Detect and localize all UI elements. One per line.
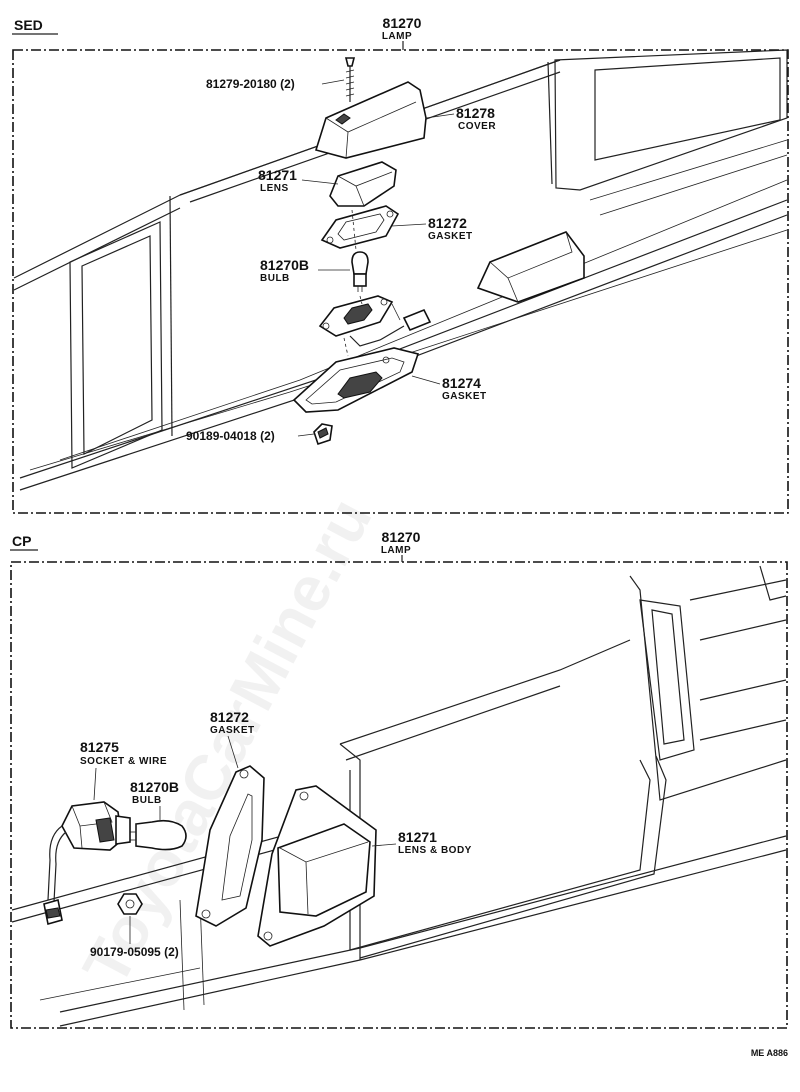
sed-tag: SED [14,17,43,33]
cp-socket: 81275 SOCKET & WIRE [43,739,167,926]
sed-gasket-bottom: 81274 GASKET [292,347,487,413]
cp-lens-body-number: 81271 [398,829,437,845]
cp-lens-body-label: LENS & BODY [398,845,472,856]
sed-gasket-top: 81272 GASKET [320,205,473,249]
sed-socket-plate [318,295,432,347]
cp-title-label: LAMP [381,545,411,556]
cp-socket-number: 81275 [80,739,119,755]
cp-gasket-number: 81272 [210,709,249,725]
sed-right-lamp [476,231,585,303]
sed-screw: 81279-20180 (2) [206,57,356,102]
cp-nut-number: 90179-05095 (2) [90,945,179,959]
sed-body-panel [13,49,788,491]
sed-gasket-top-label: GASKET [428,231,473,242]
cp-gasket-label: GASKET [210,725,255,736]
cp-gasket: 81272 GASKET [195,709,265,927]
sed-nut: 90189-04018 (2) [186,423,333,446]
sed-nut-number: 90189-04018 (2) [186,429,275,443]
sed-cover-number: 81278 [456,105,495,121]
cp-section: CP 81270 LAMP [10,529,788,1029]
sed-gasket-top-number: 81272 [428,215,467,231]
cp-frame [10,561,788,1029]
sed-bulb-number: 81270B [260,257,309,273]
sed-cover: 81278 COVER [314,81,496,159]
cp-bulb-number: 81270B [130,779,179,795]
sed-cover-label: COVER [458,121,496,132]
sed-section: SED 81270 LAMP [12,15,789,514]
cp-lens-body: 81271 LENS & BODY [257,785,472,947]
sed-bulb-label: BULB [260,273,290,284]
sed-bulb: 81270B BULB [260,251,369,292]
sed-lens-number: 81271 [258,167,297,183]
cp-socket-label: SOCKET & WIRE [80,756,167,767]
footer-code: ME A886 [751,1048,788,1058]
cp-bulb-label: BULB [132,795,162,806]
sed-title-number: 81270 [383,15,422,31]
sed-lens: 81271 LENS [258,161,397,207]
cp-tag: CP [12,533,31,549]
cp-bulb: 81270B BULB [128,779,187,851]
sed-gasket-bottom-number: 81274 [442,375,481,391]
sed-title-label: LAMP [382,31,412,42]
cp-title-number: 81270 [382,529,421,545]
sed-lens-label: LENS [260,183,289,194]
cp-nut: 90179-05095 (2) [90,893,179,959]
sed-frame [12,49,789,514]
sed-screw-number: 81279-20180 (2) [206,77,295,91]
sed-gasket-bottom-label: GASKET [442,391,487,402]
